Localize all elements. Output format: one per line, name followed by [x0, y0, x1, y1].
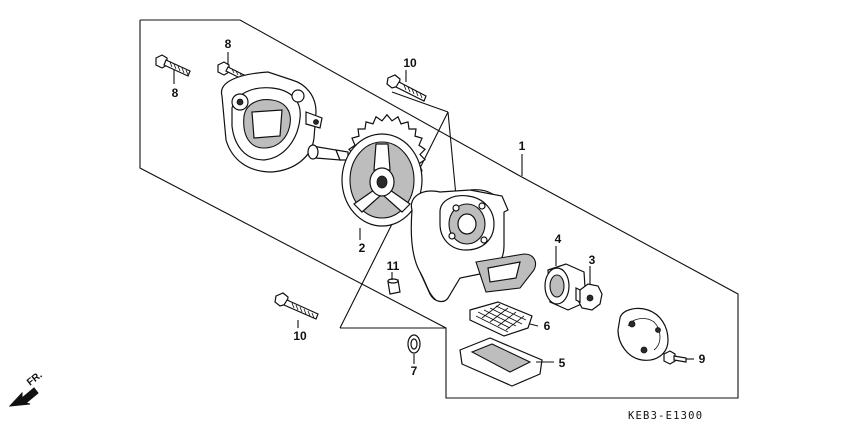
- diagram-code: KEB3-E1300: [628, 410, 703, 422]
- bolt-8-left: [155, 54, 191, 77]
- callout-10-upper: 10: [403, 56, 417, 70]
- drive-shaft: [307, 144, 349, 161]
- callout-2: 2: [359, 241, 366, 255]
- callout-9: 9: [699, 352, 706, 366]
- end-plate: [617, 307, 669, 361]
- bolt-9: [663, 350, 687, 365]
- bolt-10-lower: [274, 292, 319, 320]
- callout-1: 1: [519, 139, 526, 153]
- callout-3: 3: [589, 253, 596, 267]
- callout-5: 5: [559, 356, 566, 370]
- o-ring-7: [407, 334, 421, 354]
- front-arrow-icon: [8, 387, 39, 407]
- callout-4: 4: [555, 232, 562, 246]
- callout-11: 11: [387, 259, 400, 273]
- strainer-frame-5: [459, 337, 543, 387]
- pump-cover: [220, 71, 323, 173]
- dowel-pin-11: [387, 278, 401, 295]
- bolt-10-upper: [386, 74, 427, 102]
- callout-8-top: 8: [225, 37, 232, 51]
- callout-8-left: 8: [172, 86, 179, 100]
- drive-gear-2: [341, 113, 426, 227]
- callout-10-lower: 10: [293, 329, 307, 343]
- leader-lines: [173, 52, 694, 364]
- callout-6: 6: [544, 319, 551, 333]
- front-direction-indicator: FR.: [8, 370, 45, 407]
- inner-rotor-3: [575, 283, 603, 311]
- pump-body-1: [410, 189, 537, 303]
- callout-7: 7: [411, 364, 418, 378]
- strainer-screen-6: [469, 301, 533, 337]
- front-direction-label: FR.: [25, 370, 45, 389]
